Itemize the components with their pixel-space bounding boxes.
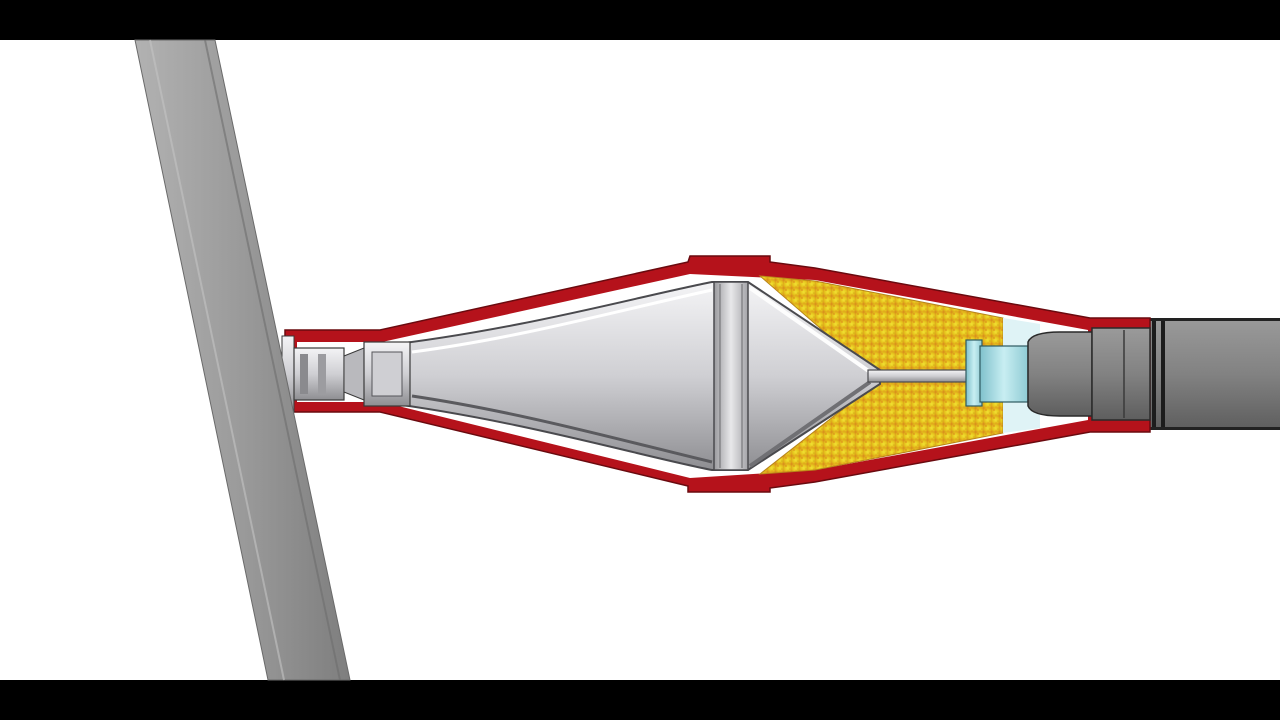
fuze-plug — [1027, 327, 1151, 421]
detonator — [965, 339, 1029, 407]
letterbox-top — [0, 0, 1280, 40]
metal-liner — [379, 281, 881, 471]
letterbox-bottom — [0, 680, 1280, 720]
armor-plate — [134, 39, 351, 681]
nose-probe — [281, 335, 411, 413]
firing-rod — [867, 369, 973, 383]
